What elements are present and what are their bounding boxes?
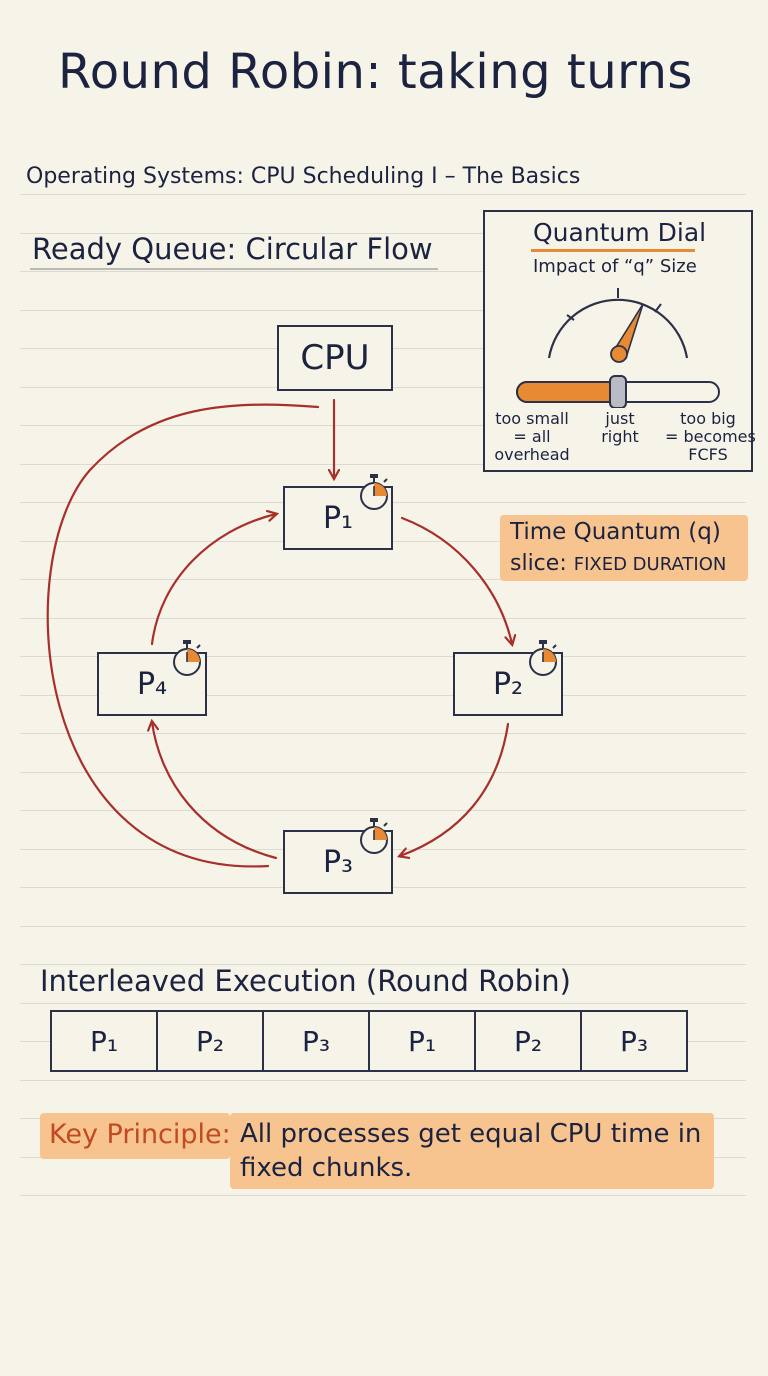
page-subtitle: Operating Systems: CPU Scheduling I – Th… — [26, 164, 581, 189]
rule-line — [20, 772, 746, 773]
cpu-box: CPU — [277, 325, 393, 391]
time-quantum-slice: slice: FIXED DURATION — [510, 551, 726, 576]
quantum-slider[interactable] — [485, 212, 751, 408]
rule-line — [20, 233, 746, 234]
quantum-dial-panel: Quantum Dial Impact of “q” Size too smal… — [483, 210, 756, 472]
time-quantum-note: Time Quantum (q) slice: FIXED DURATION — [500, 515, 748, 581]
execution-timeline: P₁ P₂ P₃ P₁ P₂ P₃ — [50, 1010, 688, 1072]
rule-line — [20, 310, 746, 311]
rule-line — [20, 1080, 746, 1081]
stopwatch-icon — [173, 640, 201, 676]
rule-line — [20, 656, 746, 657]
timeline-cell: P₂ — [158, 1012, 264, 1070]
rule-line — [20, 579, 746, 580]
arrow-p2-to-p3 — [400, 722, 510, 856]
rule-line — [20, 964, 746, 965]
rule-line — [20, 618, 746, 619]
label-too-small: too small = all overhead — [494, 409, 570, 464]
rule-line — [20, 464, 746, 465]
quantum-dial-title: Quantum Dial — [533, 218, 707, 247]
label-too-big: too big = becomes FCFS — [665, 409, 756, 464]
ready-queue-heading: Ready Queue: Circular Flow — [32, 232, 433, 266]
fixed-duration-text: FIXED DURATION — [573, 554, 727, 575]
rule-line — [20, 733, 746, 734]
key-principle-label: Key Principle: — [49, 1119, 231, 1150]
timeline-cell: P₁ — [52, 1012, 158, 1070]
arrow-p4-to-p1 — [150, 514, 276, 646]
gauge-icon — [547, 288, 689, 363]
timeline-cell: P₃ — [264, 1012, 370, 1070]
rule-line — [20, 1003, 746, 1004]
rule-line — [20, 1195, 746, 1196]
key-principle-text: All processes get equal CPU time in fixe… — [240, 1119, 702, 1183]
rule-line — [20, 425, 746, 426]
slice-prefix: slice: — [510, 551, 574, 576]
stopwatch-icon — [360, 818, 388, 854]
rule-line — [20, 810, 746, 811]
timeline-cell: P₂ — [476, 1012, 582, 1070]
rule-line — [20, 271, 746, 272]
rule-line — [20, 194, 746, 195]
label-just-right: just right — [601, 409, 639, 446]
time-quantum-title: Time Quantum (q) — [510, 519, 721, 545]
rule-line — [20, 926, 746, 927]
interleaved-heading: Interleaved Execution (Round Robin) — [40, 964, 571, 998]
stopwatch-icon — [529, 640, 557, 676]
quantum-dial-subtitle: Impact of “q” Size — [533, 256, 697, 277]
page-title: Round Robin: taking turns — [58, 44, 693, 100]
key-principle-label-box: Key Principle: — [40, 1113, 231, 1159]
key-principle-box: All processes get equal CPU time in fixe… — [230, 1113, 714, 1189]
rule-line — [20, 695, 746, 696]
heading-underline — [30, 268, 438, 270]
timeline-cell: P₁ — [370, 1012, 476, 1070]
stopwatch-icon — [360, 474, 388, 510]
arrow-return-to-cpu — [46, 403, 320, 868]
title-underline — [531, 249, 695, 252]
arrow-p3-to-p4 — [152, 722, 278, 860]
arrow-p1-to-p2 — [400, 516, 512, 644]
timeline-cell: P₃ — [619, 1024, 649, 1058]
